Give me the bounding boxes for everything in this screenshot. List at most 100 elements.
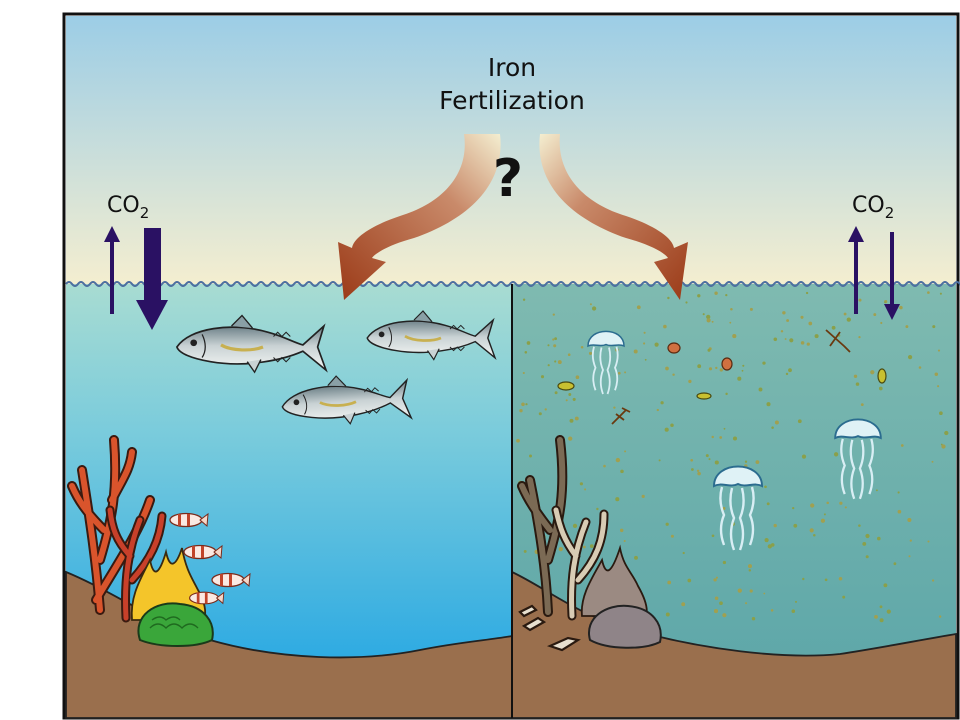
plankton-speck	[749, 589, 753, 593]
plankton-speck	[805, 291, 809, 295]
plankton-speck	[937, 385, 940, 388]
plankton-speck	[620, 469, 624, 474]
plankton-speck	[814, 334, 819, 339]
plankton-speck	[823, 513, 826, 516]
plankton-speck	[931, 579, 935, 582]
plankton-speck	[705, 454, 709, 458]
plankton-speck	[580, 345, 584, 349]
plankton-speck	[729, 321, 732, 324]
plankton-speck	[785, 372, 789, 376]
plankton-speck	[516, 438, 520, 443]
plankton-speck	[617, 371, 621, 375]
plankton-speck	[525, 403, 528, 406]
plankton-speck	[719, 601, 723, 606]
plankton-speck	[565, 399, 568, 402]
plankton-speck	[932, 325, 936, 329]
plankton-speck	[858, 335, 861, 339]
plankton-speck	[672, 373, 675, 376]
plankton-speck	[579, 482, 584, 486]
plankton-speck	[664, 427, 669, 432]
plankton-speck	[877, 536, 881, 541]
co2-label-right: CO2	[852, 193, 894, 222]
plankton-speck	[879, 605, 883, 609]
plankton-speck	[773, 337, 778, 342]
plankton-speck	[554, 337, 557, 341]
plankton-speck	[584, 488, 587, 491]
diagram-title-line1: Iron	[488, 53, 536, 82]
plankton-speck	[722, 560, 727, 565]
plankton-speck	[588, 351, 593, 355]
plankton-speck	[770, 609, 774, 612]
brain-coral-icon	[137, 602, 214, 647]
plankton-speck	[644, 358, 647, 361]
plankton-speck	[714, 291, 718, 295]
plankton-speck	[897, 491, 900, 494]
plankton-speck	[713, 578, 717, 582]
plankton-speck	[682, 551, 685, 555]
plankton-speck	[907, 354, 913, 360]
plankton-speck	[557, 360, 562, 365]
co2-left-text: CO	[107, 193, 140, 218]
plankton-speck	[809, 528, 814, 533]
plankton-speck	[589, 303, 592, 306]
bleached-coral-icon	[517, 435, 609, 621]
plankton-speck	[624, 371, 627, 374]
plankton-speck	[522, 298, 526, 301]
sky	[66, 16, 956, 284]
plankton-speck	[544, 408, 547, 411]
plankton-speck	[641, 494, 645, 499]
plankton-speck	[788, 368, 792, 373]
plankton-speck	[589, 544, 594, 548]
plankton-speck	[737, 588, 742, 593]
plankton-speck	[791, 609, 796, 613]
plankton-speck	[688, 379, 692, 384]
plankton-speck	[937, 349, 941, 352]
plankton-speck	[665, 612, 670, 617]
plankton-speck	[939, 292, 942, 295]
plankton-speck	[636, 305, 641, 310]
plankton-speck	[873, 313, 877, 317]
plankton-speck	[723, 427, 726, 430]
plankton-speck	[780, 330, 784, 333]
plankton-speck	[800, 315, 804, 319]
plankton-speck	[523, 549, 527, 553]
co2-label-left: CO2	[107, 193, 149, 222]
plankton-speck	[574, 416, 579, 421]
plankton-speck	[670, 534, 674, 538]
plankton-speck	[905, 325, 909, 329]
plankton-speck	[820, 518, 826, 523]
plankton-speck	[697, 294, 701, 298]
plankton-speck	[862, 541, 867, 546]
co2-flux-arrows-left	[104, 226, 168, 330]
plankton-speck	[615, 497, 620, 502]
plankton-speck	[797, 419, 802, 424]
zooplankton-icon	[611, 329, 851, 425]
plankton-speck	[643, 342, 646, 345]
plankton-speck	[526, 341, 531, 345]
plankton-speck	[900, 444, 904, 447]
plankton-speck	[800, 341, 805, 345]
plankton-speck	[715, 366, 718, 370]
plankton-speck	[667, 296, 670, 300]
plankton-speck	[708, 367, 713, 371]
plankton-speck	[878, 386, 883, 391]
plankton-speck	[572, 397, 576, 401]
plankton-speck	[931, 460, 934, 463]
iron-fertilization-arrow	[338, 134, 688, 300]
plankton-speck	[884, 301, 887, 304]
plankton-speck	[690, 458, 694, 462]
plankton-speck	[741, 369, 744, 372]
plankton-speck	[708, 458, 711, 461]
plankton-speck	[719, 368, 723, 372]
plankton-speck	[624, 450, 627, 453]
svg-text:CO2: CO2	[852, 193, 894, 222]
plankton-speck	[897, 509, 902, 514]
plankton-speck	[619, 528, 624, 533]
plankton-speck	[706, 314, 711, 320]
sea-surface-waves	[65, 281, 960, 287]
plankton-speck	[558, 547, 563, 552]
plankton-icon	[557, 342, 887, 400]
plankton-speck	[786, 319, 790, 322]
plankton-speck	[766, 402, 771, 407]
plankton-speck	[656, 408, 659, 412]
